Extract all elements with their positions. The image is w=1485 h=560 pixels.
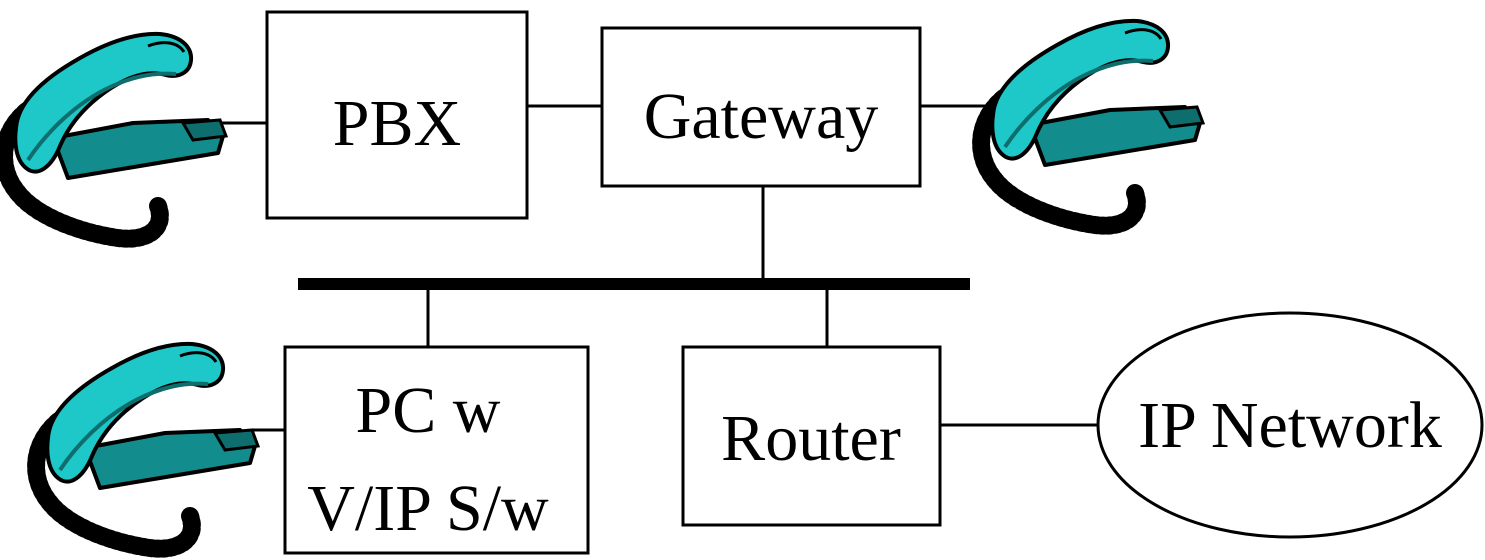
gateway-box	[600, 26, 922, 188]
telephone-icon	[981, 21, 1203, 226]
router-label: Router	[721, 402, 901, 475]
pbx-label: PBX	[333, 87, 461, 160]
pc-label-line1: PC w	[356, 374, 501, 447]
pbx-box	[265, 10, 529, 220]
gateway-label: Gateway	[644, 80, 879, 153]
pc-box	[283, 345, 590, 555]
pc-label-line2: V/IP S/w	[307, 472, 549, 545]
router-box	[681, 345, 942, 527]
ip-network-ellipse	[1096, 311, 1484, 539]
telephone-icon	[4, 34, 226, 239]
telephone-icon	[36, 344, 258, 549]
ip-network-label: IP Network	[1138, 389, 1442, 462]
